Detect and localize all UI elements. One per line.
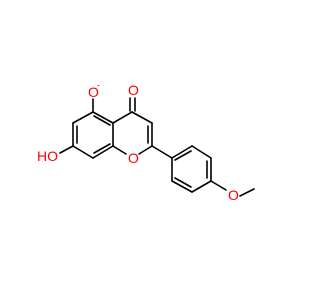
molecule-structure: O O - HO O O — [37, 80, 255, 203]
bond — [151, 145, 173, 159]
bond — [93, 115, 111, 126]
bond — [138, 145, 153, 155]
bond — [174, 177, 192, 188]
bond — [174, 150, 192, 161]
bond — [112, 111, 133, 124]
ring-oxygen-label: O — [128, 150, 139, 166]
atom-label-layer: O O - HO O O — [37, 80, 239, 203]
negative-charge-label: - — [97, 80, 100, 90]
bond — [191, 145, 212, 159]
carbonyl-oxygen-label: O — [128, 82, 139, 98]
bond — [92, 145, 114, 159]
bond — [59, 145, 74, 154]
oxide-oxygen-label: O — [88, 84, 99, 100]
bond — [72, 145, 94, 159]
bond — [92, 111, 114, 124]
bond — [171, 145, 193, 159]
methoxy-oxygen-label: O — [228, 187, 239, 203]
bond — [171, 180, 193, 193]
bond — [131, 111, 153, 124]
hydroxyl-label: HO — [37, 148, 58, 164]
bond — [72, 111, 94, 124]
bond — [239, 188, 255, 197]
bond — [210, 180, 227, 191]
bond — [93, 143, 111, 154]
bond — [191, 180, 212, 193]
bond-layer — [59, 97, 255, 197]
bond — [112, 145, 127, 155]
